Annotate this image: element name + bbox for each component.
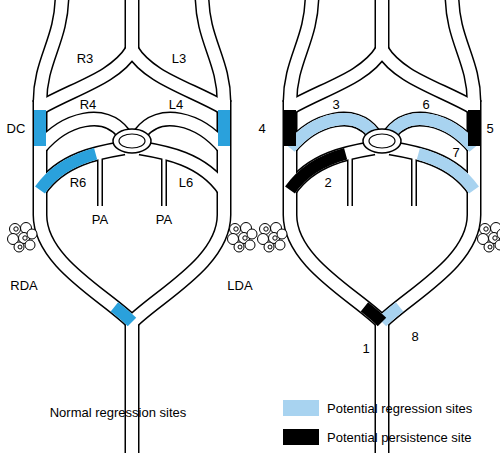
vessel-outline (290, 0, 474, 453)
pulmonary-outline (350, 152, 414, 206)
vessel-label: LDA (227, 278, 252, 293)
regression-site (290, 119, 374, 148)
vessel-label: R4 (80, 97, 97, 112)
truncus (113, 129, 151, 153)
regression-site (34, 110, 46, 146)
vessel-label: L6 (179, 175, 193, 190)
regression-site (390, 148, 474, 190)
legend-text: Potential persistence site (327, 430, 472, 445)
vessel-label: R3 (77, 51, 94, 66)
callout-number: 7 (452, 145, 459, 160)
vessel-label: L3 (172, 51, 186, 66)
legend: Potential regression sitesPotential pers… (283, 400, 472, 453)
legend-swatch (283, 400, 319, 416)
pulmonary-lumen (350, 152, 414, 206)
vessel-label: R6 (70, 175, 87, 190)
somite-cluster (478, 223, 500, 253)
callout-number: 6 (422, 97, 429, 112)
truncus (369, 134, 395, 148)
vessel-lumen (290, 0, 474, 453)
callout-number: 8 (411, 329, 418, 344)
regression-site (40, 148, 124, 190)
legend-text: Potential regression sites (327, 401, 472, 416)
truncus (119, 134, 145, 148)
truncus (363, 129, 401, 153)
regression-site (218, 110, 230, 146)
legend-swatch (283, 429, 319, 445)
left-panel (8, 0, 258, 453)
vessel-outline (40, 0, 224, 453)
vessel-lumen (40, 0, 224, 453)
somite-cluster (8, 223, 38, 253)
callout-number: 5 (486, 121, 493, 136)
regression-site (390, 119, 474, 148)
vessel-label: DC (7, 121, 26, 136)
somite-cluster (258, 223, 288, 253)
callout-number: 4 (258, 121, 265, 136)
vessel-label: RDA (10, 278, 37, 293)
pulmonary-outline (100, 152, 164, 206)
callout-number: 2 (324, 175, 331, 190)
persistence-site (284, 110, 296, 146)
persistence-site (468, 110, 480, 146)
callout-number: 1 (362, 341, 369, 356)
vessel-label: L4 (169, 97, 183, 112)
legend-row: Potential persistence site (283, 429, 472, 445)
persistence-site (290, 148, 374, 190)
vessel-label: PA (156, 212, 172, 227)
somite-cluster (228, 223, 258, 253)
legend-row: Potential regression sites (283, 400, 472, 416)
vessel-label: PA (92, 212, 108, 227)
callout-number: 3 (332, 97, 339, 112)
right-panel (258, 0, 500, 453)
pulmonary-lumen (100, 152, 164, 206)
caption: Normal regression sites (50, 405, 187, 420)
